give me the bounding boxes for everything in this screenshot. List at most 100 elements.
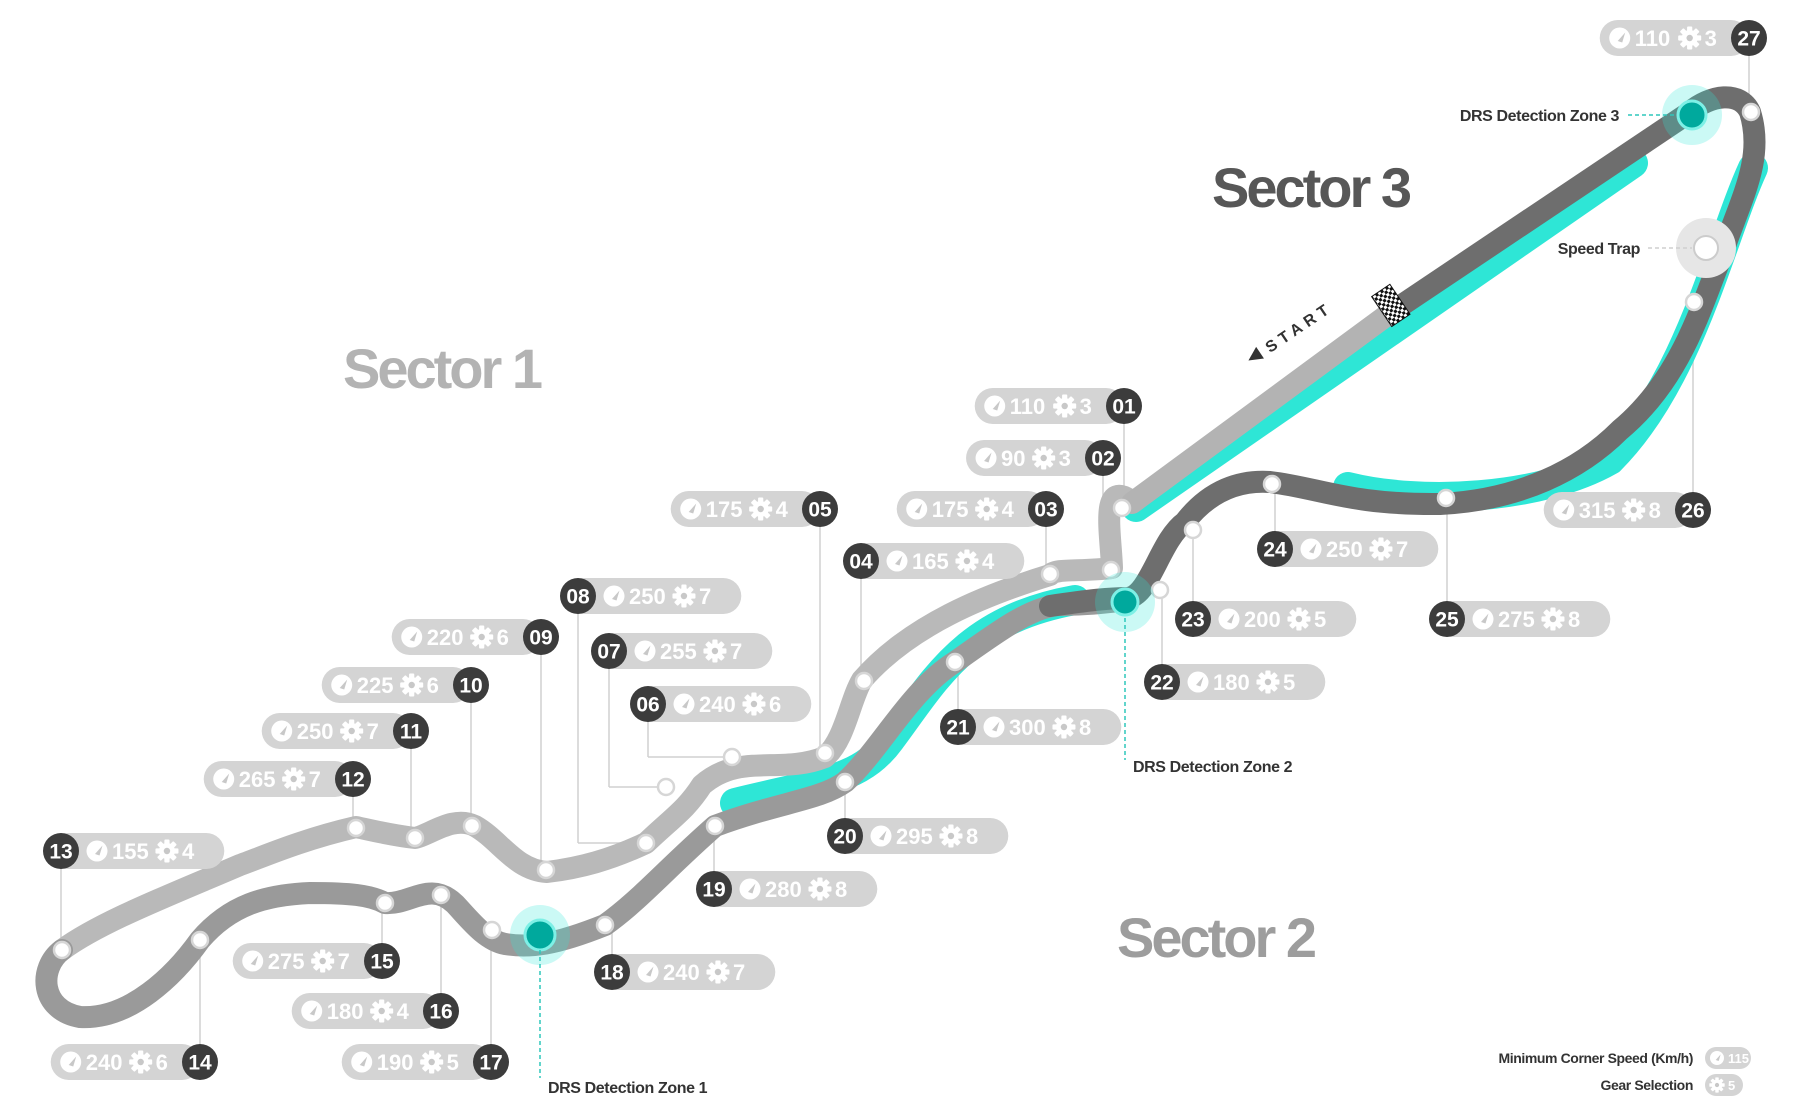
- corner-gear: 4: [397, 999, 410, 1024]
- corner-number: 02: [1091, 448, 1114, 471]
- gear-icon: [470, 625, 494, 649]
- corner-dot: [1150, 580, 1170, 600]
- corner-pill-bg: [1599, 20, 1749, 56]
- corner-dot: [431, 885, 451, 905]
- gear-icon: [975, 497, 999, 521]
- corner-number: 27: [1737, 28, 1760, 51]
- corner-pill-bg: [261, 713, 411, 749]
- corner-pill-bg: [232, 943, 382, 979]
- corner-number: 25: [1435, 609, 1459, 632]
- corner-dot: [346, 818, 366, 838]
- corner-gear: 3: [1080, 394, 1092, 419]
- corner-dot: [1040, 564, 1060, 584]
- corner-number-badge: [827, 818, 863, 854]
- corner-gear: 6: [156, 1050, 168, 1075]
- corner-dot: [190, 930, 210, 950]
- sector-1-title: Sector 1: [343, 337, 542, 400]
- gear-icon: [706, 960, 730, 984]
- corner-gear: 6: [427, 673, 439, 698]
- corner-speed: 265: [239, 767, 276, 792]
- gauge-icon: [1218, 608, 1240, 630]
- corner-dot: [722, 747, 742, 767]
- corner-number: 06: [636, 694, 659, 717]
- corner-speed: 275: [1498, 607, 1535, 632]
- corner-dot: [1262, 474, 1282, 494]
- gauge-icon: [1300, 538, 1322, 560]
- corner-gear: 6: [497, 625, 509, 650]
- corner-label-12: 265 7 12: [203, 761, 371, 797]
- gauge-icon: [886, 550, 908, 572]
- corner-number: 24: [1263, 539, 1287, 562]
- corner-gear: 8: [966, 824, 978, 849]
- corner-dot: [1684, 292, 1704, 312]
- corner-speed: 275: [268, 949, 305, 974]
- corner-number: 05: [808, 499, 832, 522]
- legend-gear-pill: 5: [1705, 1074, 1743, 1096]
- corner-gear: 7: [309, 767, 321, 792]
- corner-dot: [1183, 520, 1203, 540]
- corner-gear: 4: [982, 549, 995, 574]
- corner-number-badge: [43, 833, 79, 869]
- corner-number: 18: [600, 962, 624, 985]
- legend-speed-pill: 115: [1705, 1047, 1751, 1069]
- corner-gear: 8: [1649, 498, 1661, 523]
- corner-speed: 240: [663, 960, 700, 985]
- gauge-icon: [1187, 671, 1209, 693]
- corner-number: 08: [566, 586, 590, 609]
- corner-dot: [945, 652, 965, 672]
- corner-number: 12: [341, 769, 364, 792]
- gear-icon: [420, 1050, 444, 1074]
- track-sector-2-dark: [1039, 86, 1766, 617]
- gear-icon: [703, 639, 727, 663]
- drs-label-3: DRS Detection Zone 3: [1460, 108, 1620, 125]
- corner-number: 09: [529, 627, 552, 650]
- drs-label-1: DRS Detection Zone 1: [548, 1080, 708, 1097]
- corner-number: 21: [946, 717, 970, 740]
- gauge-icon: [86, 840, 108, 862]
- corner-number-badge: [182, 1044, 218, 1080]
- legend-speed-label: Minimum Corner Speed (Km/h): [1498, 1050, 1693, 1066]
- corner-number-badge: [335, 761, 371, 797]
- corner-number-badge: [1675, 492, 1711, 528]
- gear-icon: [1256, 670, 1280, 694]
- corner-dot: [595, 915, 615, 935]
- gear-icon: [1052, 715, 1076, 739]
- gauge-icon: [301, 1000, 323, 1022]
- gauge-icon: [331, 674, 353, 696]
- corner-speed: 155: [112, 839, 149, 864]
- corner-number-badge: [560, 578, 596, 614]
- corner-speed: 240: [86, 1050, 123, 1075]
- gauge-icon: [975, 447, 997, 469]
- corner-speed: 295: [896, 824, 933, 849]
- gauge-icon: [1472, 608, 1494, 630]
- corner-number: 03: [1034, 499, 1057, 522]
- drs-point-3: [1662, 85, 1722, 145]
- corner-speed: 165: [912, 549, 949, 574]
- gauge-icon: [242, 950, 264, 972]
- corner-number: 20: [833, 826, 856, 849]
- corner-speed: 280: [765, 877, 802, 902]
- corner-pill-bg: [291, 993, 441, 1029]
- corner-speed: 250: [297, 719, 334, 744]
- gauge-icon: [1710, 1051, 1724, 1065]
- corner-speed: 300: [1009, 715, 1046, 740]
- track: START: [35, 85, 1768, 1029]
- corner-speed: 180: [327, 999, 364, 1024]
- drs-label-2: DRS Detection Zone 2: [1133, 759, 1293, 776]
- corner-speed: 315: [1579, 498, 1616, 523]
- corner-number-badge: [364, 943, 400, 979]
- corner-gear: 4: [1002, 497, 1015, 522]
- track-sector-2: [35, 589, 1139, 1029]
- corner-number-badge: [802, 491, 838, 527]
